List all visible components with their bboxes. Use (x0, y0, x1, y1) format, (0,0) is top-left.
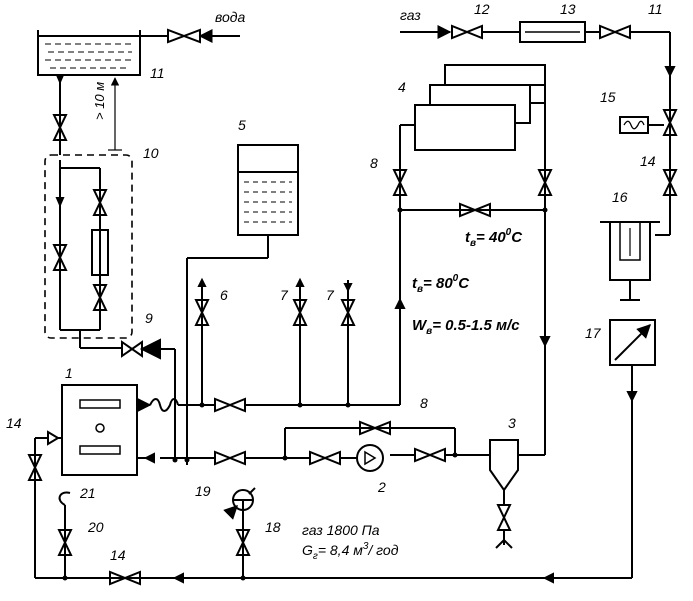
valve-water-inlet (167, 28, 201, 44)
num-7a: 7 (280, 287, 289, 303)
label-water: вода (215, 9, 246, 25)
num-9: 9 (145, 310, 153, 326)
water-tank (37, 30, 141, 76)
label-gas-in: газ (400, 7, 421, 23)
pump-2 (356, 444, 384, 472)
valve-tank-outlet (52, 114, 68, 141)
num-18: 18 (265, 519, 281, 535)
radiator-4a (414, 104, 516, 151)
num-21: 21 (79, 485, 96, 501)
expansion-tank-5 (237, 144, 299, 236)
num-11a: 11 (150, 65, 165, 81)
num-1: 1 (65, 365, 73, 381)
num-14b: 14 (6, 415, 22, 431)
num-17: 17 (585, 325, 602, 341)
param-w: Wв= 0.5-1.5 м/с (412, 317, 520, 337)
num-16: 16 (612, 189, 628, 205)
num-20: 20 (87, 519, 104, 535)
num-2: 2 (377, 479, 386, 495)
separator-3 (489, 439, 519, 492)
num-6: 6 (220, 287, 228, 303)
label-height: > 10 м (92, 82, 107, 120)
num-19: 19 (195, 483, 211, 499)
valve-8-top (392, 169, 408, 196)
param-t80: tв= 800C (412, 273, 470, 295)
num-15: 15 (600, 89, 616, 105)
num-8b: 8 (420, 395, 428, 411)
num-3: 3 (508, 415, 516, 431)
num-7b: 7 (326, 287, 335, 303)
num-5: 5 (238, 117, 246, 133)
num-14c: 14 (110, 547, 126, 563)
num-8a: 8 (370, 155, 378, 171)
filter-15 (619, 116, 649, 134)
num-14a: 14 (640, 153, 656, 169)
param-gas-pressure: газ 1800 Па (302, 522, 380, 538)
dashed-unit-10 (44, 154, 133, 339)
num-10: 10 (143, 145, 159, 161)
param-gas-flow: Gг= 8,4 м3/ год (302, 541, 399, 562)
boiler-1 (61, 384, 138, 476)
valve-9 (121, 340, 143, 358)
param-t40: tв= 400C (465, 227, 523, 249)
num-12: 12 (474, 1, 490, 17)
num-11b: 11 (648, 1, 663, 17)
num-13: 13 (560, 1, 576, 17)
num-4: 4 (398, 79, 406, 95)
